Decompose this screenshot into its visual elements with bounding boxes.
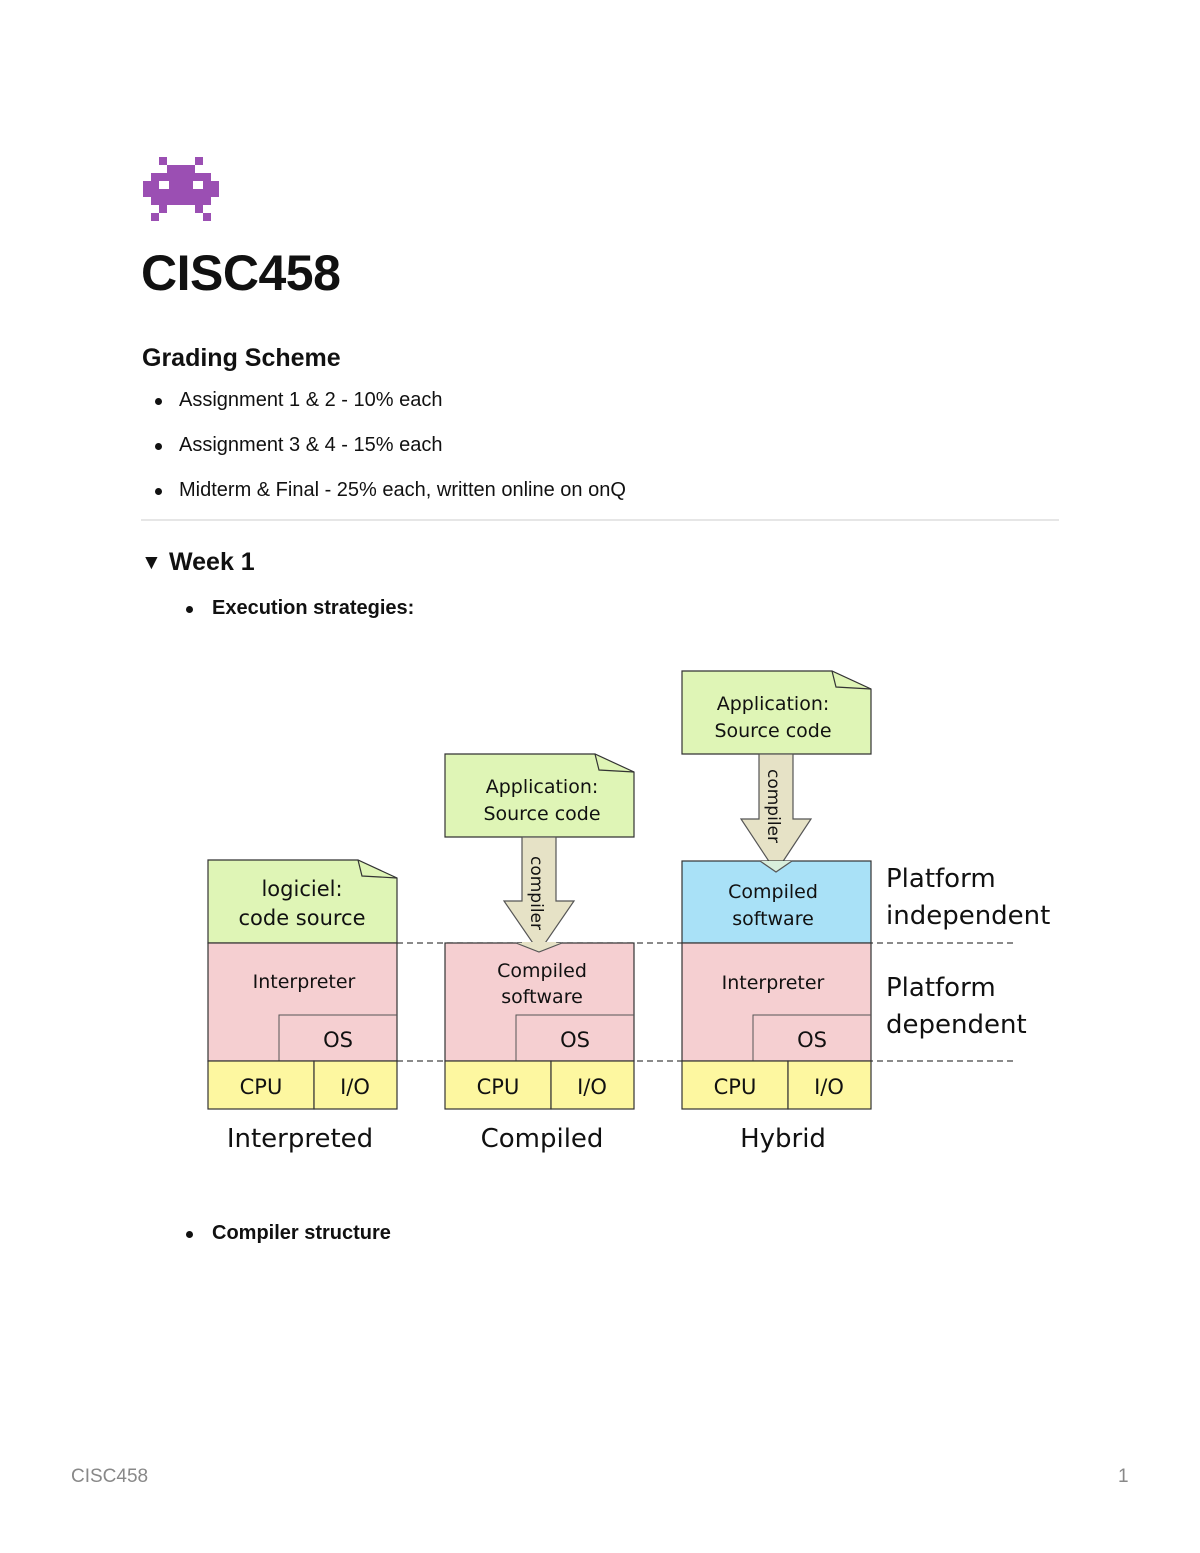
doc-line2: Source code	[483, 803, 600, 825]
doc-line1: Application:	[486, 776, 599, 798]
compiled-column: Application: Source code compiler Compil…	[444, 753, 635, 1154]
hybrid-column: Application: Source code compiler Compil…	[681, 670, 872, 1154]
os-label: OS	[797, 1028, 827, 1052]
grading-heading: Grading Scheme	[142, 344, 341, 372]
compiled-software-box	[681, 860, 872, 944]
dependent-line2: dependent	[886, 1010, 1027, 1040]
source-document-shape	[681, 670, 872, 755]
caption-hybrid: Hybrid	[740, 1124, 826, 1154]
toggle-label: Week 1	[169, 548, 255, 576]
page-number: 1	[1118, 1466, 1129, 1487]
list-item: Assignment 3 & 4 - 15% each	[155, 430, 626, 475]
cpu-box	[207, 1060, 315, 1110]
compiled-line2: software	[501, 986, 583, 1008]
io-box	[787, 1060, 872, 1110]
caption-compiled: Compiled	[481, 1124, 604, 1154]
compiler-label: compiler	[526, 856, 546, 930]
io-box	[313, 1060, 398, 1110]
cpu-label: CPU	[240, 1075, 283, 1099]
side-labels: Platform independent Platform dependent	[886, 864, 1050, 1040]
compiler-arrow	[502, 836, 576, 954]
cpu-box	[681, 1060, 789, 1110]
triangle-down-icon[interactable]: ▼	[141, 550, 162, 574]
toggle-week-1[interactable]: ▼ Week 1	[141, 548, 255, 577]
source-document-shape	[444, 753, 635, 838]
independent-line2: independent	[886, 901, 1050, 931]
compiled-layer	[444, 942, 635, 1062]
divider	[141, 519, 1059, 521]
os-label: OS	[323, 1028, 353, 1052]
caption-interpreted: Interpreted	[227, 1124, 373, 1154]
os-label: OS	[560, 1028, 590, 1052]
doc-line1: logiciel:	[261, 877, 342, 901]
compiled-line1: Compiled	[728, 881, 818, 903]
cpu-label: CPU	[477, 1075, 520, 1099]
week1-list: Execution strategies:	[186, 593, 414, 623]
cpu-label: CPU	[714, 1075, 757, 1099]
page-title: CISC458	[141, 245, 341, 301]
doc-line2: code source	[238, 906, 365, 930]
doc-line1: Application:	[717, 693, 830, 715]
footer-title: CISC458	[71, 1466, 149, 1487]
compiled-line1: Compiled	[497, 960, 587, 982]
list-item-compiler-structure: Compiler structure	[186, 1218, 391, 1248]
independent-line1: Platform	[886, 864, 996, 894]
list-item: Assignment 1 & 2 - 10% each	[155, 385, 626, 430]
dependent-line1: Platform	[886, 973, 996, 1003]
io-label: I/O	[814, 1075, 844, 1099]
io-label: I/O	[340, 1075, 370, 1099]
grading-list: Assignment 1 & 2 - 10% each Assignment 3…	[155, 385, 626, 520]
list-item-execution-strategies: Execution strategies:	[186, 593, 414, 623]
interpreted-column: logiciel: code source Interpreter OS CPU…	[207, 859, 398, 1154]
doc-line2: Source code	[714, 720, 831, 742]
alien-monster-icon	[143, 157, 219, 226]
interpreter-layer	[207, 942, 398, 1062]
interpreter-label: Interpreter	[253, 971, 356, 993]
list-item: Midterm & Final - 25% each, written onli…	[155, 475, 626, 520]
interpreter-layer	[681, 942, 872, 1062]
io-box	[550, 1060, 635, 1110]
compiled-line2: software	[732, 908, 814, 930]
io-label: I/O	[577, 1075, 607, 1099]
week1-list-2: Compiler structure	[186, 1218, 391, 1248]
compiler-arrow	[739, 753, 813, 874]
source-document-shape	[207, 859, 398, 944]
compiler-label: compiler	[763, 769, 783, 843]
interpreter-label: Interpreter	[722, 972, 825, 994]
